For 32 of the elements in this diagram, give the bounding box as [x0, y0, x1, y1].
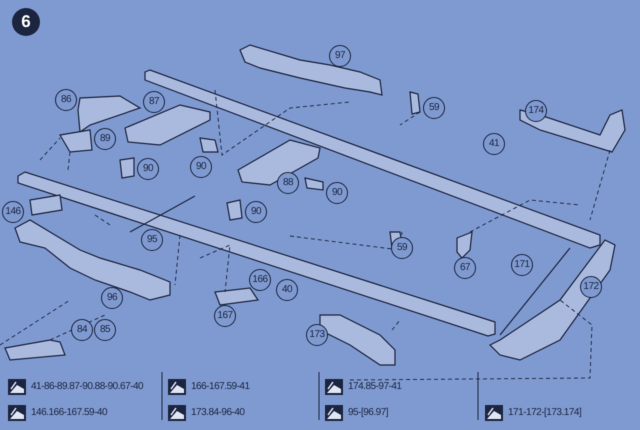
- callout-number: 95: [141, 229, 163, 251]
- assembly-sequence-text: 146.166-167.59-40: [31, 407, 108, 418]
- assembly-sequence-text: 95-[96.97]: [348, 407, 388, 418]
- assembly-sequence-text: 174.85-97-41: [348, 381, 402, 392]
- assembly-sequence-text: 173.84-96-40: [191, 407, 244, 418]
- callout-number: 174: [525, 100, 547, 122]
- callout-number: 84: [71, 319, 93, 341]
- callout-number: 167: [214, 305, 236, 327]
- callout-number: 40: [276, 279, 298, 301]
- callout-number: 41: [483, 133, 505, 155]
- assembly-sequence-text: 171-172-[173.174]: [508, 407, 582, 418]
- callout-number: 88: [277, 172, 299, 194]
- callout-number: 90: [137, 158, 159, 180]
- assembly-sequence-text: 41-86-89.87-90.88-90.67-40: [31, 381, 144, 392]
- assembly-sequence-text: 166-167.59-41: [191, 381, 250, 392]
- callout-number: 85: [94, 319, 116, 341]
- callout-number: 59: [423, 97, 445, 119]
- callout-number: 146: [2, 201, 24, 223]
- callout-number: 87: [143, 91, 165, 113]
- callout-number: 173: [306, 324, 328, 346]
- callout-number: 59: [391, 237, 413, 259]
- callout-number: 90: [326, 182, 348, 204]
- callout-number: 89: [94, 128, 116, 150]
- callout-number: 90: [245, 201, 267, 223]
- callout-number: 67: [454, 257, 476, 279]
- callout-number: 171: [511, 254, 533, 276]
- callout-number: 86: [55, 89, 77, 111]
- callout-number: 97: [329, 45, 351, 67]
- callout-number: 96: [101, 287, 123, 309]
- callout-number: 166: [249, 269, 271, 291]
- step-number-badge: 6: [12, 8, 40, 36]
- callout-number: 90: [190, 156, 212, 178]
